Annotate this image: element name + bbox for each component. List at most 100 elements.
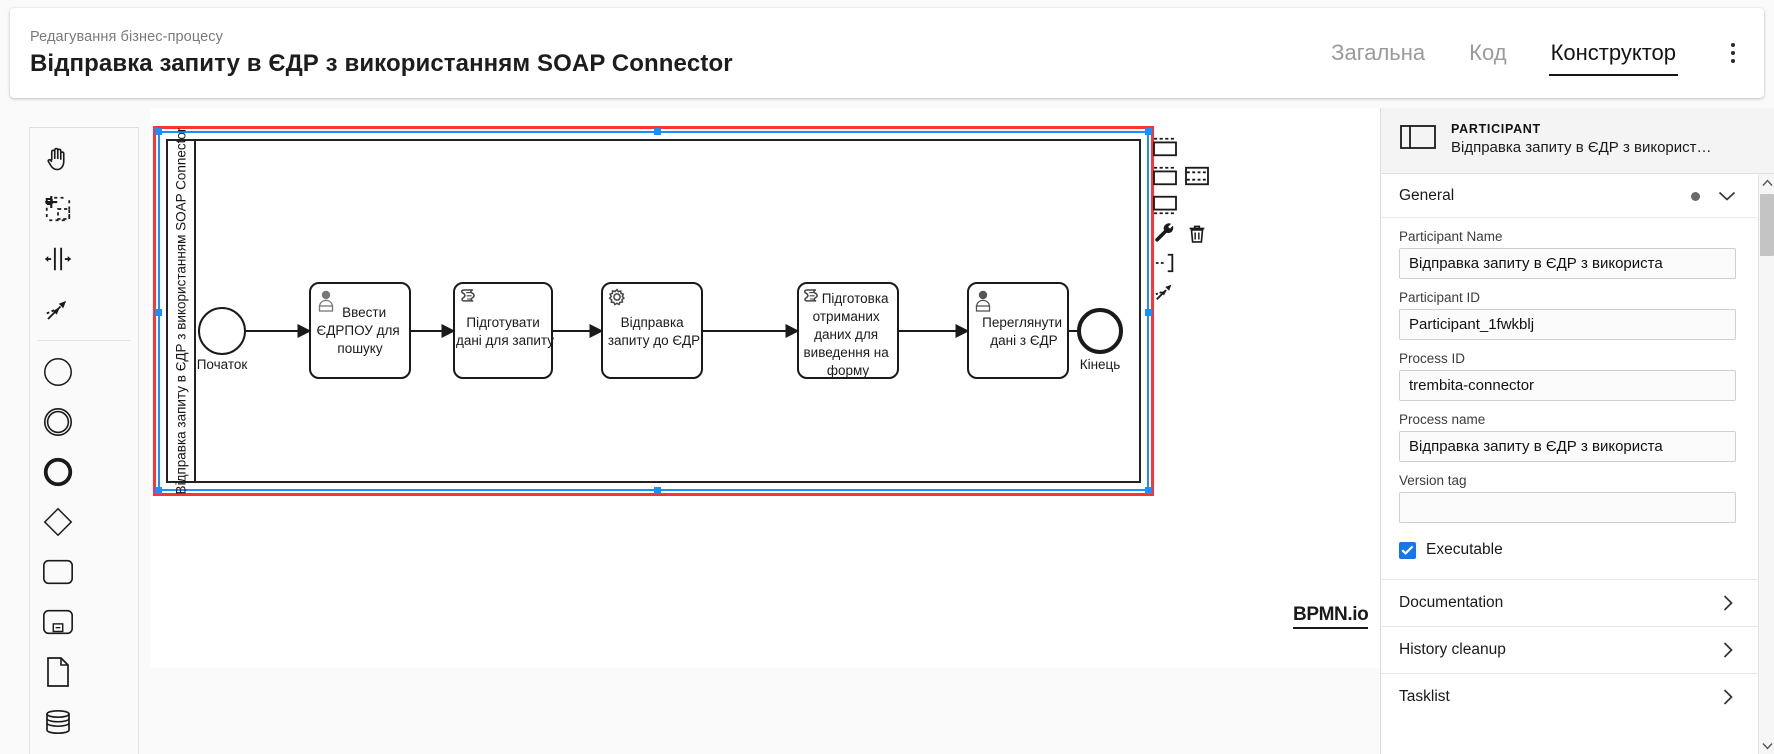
resize-handle-se[interactable] [1145, 487, 1152, 494]
svg-text:Підготувати дані д: Підготувати дані для запиту [456, 315, 554, 348]
group-general-controls [1691, 190, 1736, 202]
context-pad-row-3 [1152, 194, 1222, 216]
participant-id-input[interactable] [1399, 309, 1736, 341]
bpmn-elements-layer: Початок Ввести ЄДРПОУ для пошуку [197, 282, 1123, 379]
field-participant-name: Participant Name [1381, 229, 1758, 280]
participant-name-input[interactable] [1399, 248, 1736, 280]
properties-scroll-area: General Participant Name Participant ID [1381, 174, 1758, 754]
script-task-node-2: Підготувати дані для запиту [453, 282, 554, 379]
executable-checkbox[interactable] [1399, 541, 1416, 559]
data-store-icon[interactable] [30, 697, 85, 747]
chevron-right-icon [1723, 689, 1733, 705]
start-event-icon[interactable] [30, 347, 85, 397]
wrench-icon[interactable] [1152, 223, 1178, 245]
resize-handle-ne[interactable] [1145, 128, 1152, 135]
bpmn-pool[interactable]: Відправка запиту в ЄДР з використанням S… [166, 128, 1141, 494]
group-history-cleanup[interactable]: History cleanup [1381, 626, 1758, 673]
space-tool-icon[interactable] [30, 234, 85, 284]
properties-header: PARTICIPANT Відправка запиту в ЄДР з вик… [1381, 108, 1774, 175]
user-task-node-1: Ввести ЄДРПОУ для пошуку [309, 282, 411, 379]
context-pad-row-5 [1152, 252, 1222, 274]
field-participant-name-label: Participant Name [1399, 229, 1503, 245]
process-name-input[interactable] [1399, 431, 1736, 463]
group-history-cleanup-title: History cleanup [1399, 641, 1506, 659]
field-participant-id-label: Participant ID [1399, 290, 1481, 306]
svg-text:Підготовка отриман: Підготовка отриманих даних для виведення… [803, 291, 892, 378]
scrollbar-up-arrow-icon[interactable] [1759, 174, 1774, 191]
hand-tool-icon[interactable] [30, 134, 85, 184]
field-version-tag: Version tag [1381, 473, 1758, 524]
bpmn-canvas[interactable]: Відправка запиту в ЄДР з використанням S… [150, 108, 1380, 668]
header-tabs: Загальна Код Конструктор [1289, 36, 1764, 76]
field-process-name-label: Process name [1399, 412, 1486, 428]
properties-panel: PARTICIPANT Відправка запиту в ЄДР з вик… [1380, 108, 1774, 754]
bpmn-io-watermark[interactable]: BPMN.io [1293, 604, 1369, 629]
field-process-id: Process ID [1381, 351, 1758, 402]
exclusive-gateway-icon[interactable] [30, 497, 85, 547]
task-icon[interactable] [30, 547, 85, 597]
chevron-right-icon [1723, 595, 1733, 611]
field-process-id-label: Process ID [1399, 351, 1466, 367]
context-pad-row-1 [1152, 136, 1222, 158]
tab-zagalna[interactable]: Загальна [1329, 36, 1427, 70]
breadcrumb: Редагування бізнес-процесу [30, 28, 223, 45]
page-title: Відправка запиту в ЄДР з використанням S… [30, 49, 733, 77]
end-event-icon[interactable] [30, 447, 85, 497]
user-task-node-5: Переглянути дані з ЄДР [967, 282, 1069, 379]
resize-handle-w[interactable] [155, 309, 162, 316]
subprocess-icon[interactable] [30, 597, 85, 647]
lasso-tool-icon[interactable] [30, 184, 85, 234]
tab-konstruktor[interactable]: Конструктор [1548, 36, 1679, 76]
trash-icon[interactable] [1184, 223, 1210, 245]
field-participant-id: Participant ID [1381, 290, 1758, 341]
context-pad-row-4 [1152, 223, 1222, 245]
participant-pool-icon [1399, 122, 1437, 157]
participant-icon[interactable] [30, 747, 85, 754]
resize-handle-e[interactable] [1145, 309, 1152, 316]
connect-icon[interactable] [1152, 281, 1178, 303]
svg-text:Переглянути дані з: Переглянути дані з ЄДР [982, 315, 1066, 348]
intermediate-event-icon[interactable] [30, 397, 85, 447]
group-status-dot-icon [1691, 191, 1700, 201]
group-documentation[interactable]: Documentation [1381, 579, 1758, 626]
svg-text:Ввести ЄДРПОУ для: Ввести ЄДРПОУ для пошуку [317, 305, 404, 356]
svg-text:Відправка запиту д: Відправка запиту до ЄДР [608, 315, 700, 348]
lane-below-icon[interactable] [1152, 194, 1178, 216]
resize-handle-s[interactable] [654, 487, 661, 494]
version-tag-input[interactable] [1399, 492, 1736, 524]
svg-text:Початок: Початок [197, 357, 248, 372]
chevron-right-icon [1723, 642, 1733, 658]
resize-handle-n[interactable] [654, 128, 661, 135]
element-name-label: Відправка запиту в ЄДР з використ… [1451, 138, 1712, 156]
lane-divide-two-icon[interactable] [1184, 165, 1210, 187]
script-task-node-4: Підготовка отриманих даних для виведення… [797, 282, 899, 379]
scrollbar-down-arrow-icon[interactable] [1759, 737, 1774, 754]
pool-header[interactable]: Відправка запиту в ЄДР з використанням S… [168, 128, 196, 494]
page-header: Редагування бізнес-процесу Відправка зап… [10, 8, 1764, 98]
palette-tools-group [30, 134, 138, 234]
start-event-node: Початок [197, 307, 248, 372]
header-titles: Редагування бізнес-процесу Відправка зап… [10, 29, 1289, 78]
kebab-menu-icon[interactable] [1720, 36, 1746, 70]
chevron-down-icon[interactable] [1718, 190, 1736, 202]
lane-above-icon[interactable] [1152, 136, 1178, 158]
resize-handle-sw[interactable] [155, 487, 162, 494]
process-id-input[interactable] [1399, 370, 1736, 402]
tab-kod[interactable]: Код [1467, 36, 1508, 70]
properties-scrollbar[interactable] [1758, 174, 1774, 754]
scrollbar-thumb[interactable] [1760, 194, 1774, 257]
executable-label[interactable]: Executable [1426, 541, 1503, 559]
lane-divide-icon[interactable] [1152, 165, 1178, 187]
group-general-header[interactable]: General [1381, 174, 1758, 219]
data-object-icon[interactable] [30, 647, 85, 697]
element-type-label: PARTICIPANT [1451, 122, 1541, 136]
global-connect-tool-icon[interactable] [30, 284, 85, 334]
context-pad-row-2 [1152, 165, 1222, 187]
group-tasklist[interactable]: Tasklist [1381, 673, 1758, 720]
field-process-name: Process name [1381, 412, 1758, 463]
group-tasklist-title: Tasklist [1399, 688, 1450, 706]
append-icon[interactable] [1152, 252, 1178, 274]
palette-elements-group [30, 347, 138, 754]
bpmn-palette [29, 127, 139, 754]
resize-handle-nw[interactable] [155, 128, 162, 135]
